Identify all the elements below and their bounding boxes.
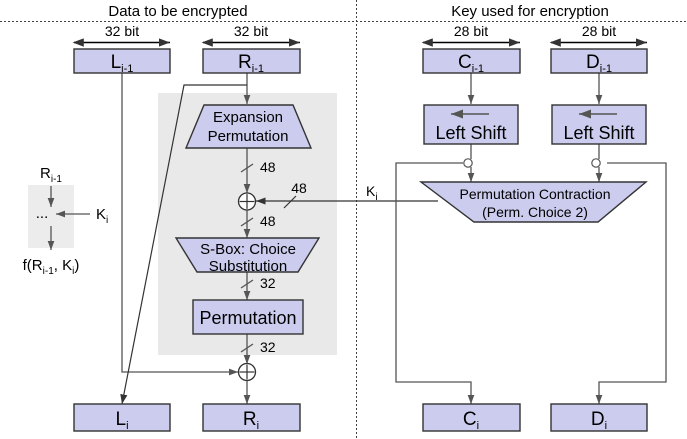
svg-text:Ci: Ci — [463, 409, 479, 432]
wire-junction1-to-cnext — [395, 162, 475, 404]
block-l-next[interactable]: Li — [73, 403, 171, 432]
block-r-prev[interactable]: Ri-1 — [202, 48, 301, 75]
dimension-key-left: 28 bit — [421, 23, 520, 47]
wire-lprev-to-xor — [121, 73, 238, 376]
pc2-line1: Permutation Contraction — [460, 186, 611, 202]
slash-48-key — [283, 195, 297, 209]
sbox-line1: S-Box: Choice — [200, 241, 296, 258]
dimension-label: 28 bit — [454, 23, 488, 39]
block-l-prev[interactable]: Li-1 — [73, 48, 171, 75]
sbox-line2: Substitution — [209, 258, 287, 275]
expansion-line2: Permutation — [208, 128, 289, 145]
shape-permutation[interactable]: Permutation — [192, 299, 304, 335]
dimension-data-right: 32 bit — [201, 23, 300, 47]
bit-label-expansion-out: 48 — [260, 159, 276, 175]
wire-rprev-to-lnext — [120, 84, 247, 405]
pc2-line2: (Perm. Choice 2) — [482, 204, 588, 220]
dimension-label: 32 bit — [234, 23, 268, 39]
block-d-prev[interactable]: Di-1 — [550, 48, 648, 75]
block-c-prev[interactable]: Ci-1 — [422, 48, 521, 75]
svg-text:Di: Di — [591, 409, 607, 432]
svg-text:Li-1: Li-1 — [111, 52, 134, 75]
dimension-data-left: 32 bit — [72, 23, 170, 47]
block-c-next[interactable]: Ci — [422, 403, 521, 432]
legend-input-label: Ri-1 — [40, 165, 62, 185]
bit-label-sbox-out: 32 — [260, 275, 276, 291]
xor-gate-output — [237, 362, 257, 382]
shape-sbox-choice-substitution[interactable]: S-Box: Choice Substitution — [174, 237, 321, 275]
left-shift-label: Left Shift — [563, 123, 634, 143]
shape-left-shift-d[interactable]: Left Shift — [551, 104, 647, 145]
legend-key-label: Ki — [96, 206, 108, 226]
bit-label-perm-out: 32 — [260, 339, 276, 355]
dimension-label: 32 bit — [105, 23, 139, 39]
legend-output-label: f(Ri-1, Ki) — [23, 257, 80, 277]
left-shift-label: Left Shift — [435, 123, 506, 143]
slash-48-b — [240, 217, 254, 227]
junction-circle-c — [463, 158, 473, 168]
legend: Ri-1 ... Ki f(Ri-1, Ki) — [23, 165, 109, 277]
wire-junction2-to-dnext — [595, 162, 667, 404]
dimension-key-right: 28 bit — [549, 23, 647, 47]
junction-circle-d — [591, 158, 601, 168]
svg-text:Ci-1: Ci-1 — [458, 52, 484, 75]
slash-48-a — [240, 163, 254, 173]
block-d-next[interactable]: Di — [550, 403, 648, 432]
block-r-next[interactable]: Ri — [202, 403, 301, 432]
shape-permutation-contraction[interactable]: Permutation Contraction (Perm. Choice 2) — [418, 181, 648, 223]
slash-32-a — [240, 279, 254, 289]
legend-dots: ... — [36, 205, 49, 222]
svg-text:Ri: Ri — [243, 409, 259, 432]
svg-text:Li: Li — [115, 409, 128, 432]
permutation-label: Permutation — [199, 308, 296, 328]
xor-gate-subkey — [237, 192, 257, 211]
svg-text:Ri-1: Ri-1 — [238, 52, 264, 75]
dimension-label: 28 bit — [582, 23, 616, 39]
header-data: Data to be encrypted — [108, 3, 247, 20]
bit-label-xor-out: 48 — [260, 213, 276, 229]
shape-expansion-permutation[interactable]: Expansion Permutation — [184, 104, 313, 149]
svg-text:Di-1: Di-1 — [586, 52, 612, 75]
shape-left-shift-c[interactable]: Left Shift — [423, 104, 519, 145]
bit-label-key-in: 48 — [291, 180, 307, 196]
slash-32-b — [240, 343, 254, 353]
header-key: Key used for encryption — [451, 3, 609, 20]
expansion-line1: Expansion — [213, 109, 283, 126]
subkey-label: Ki — [366, 183, 378, 203]
